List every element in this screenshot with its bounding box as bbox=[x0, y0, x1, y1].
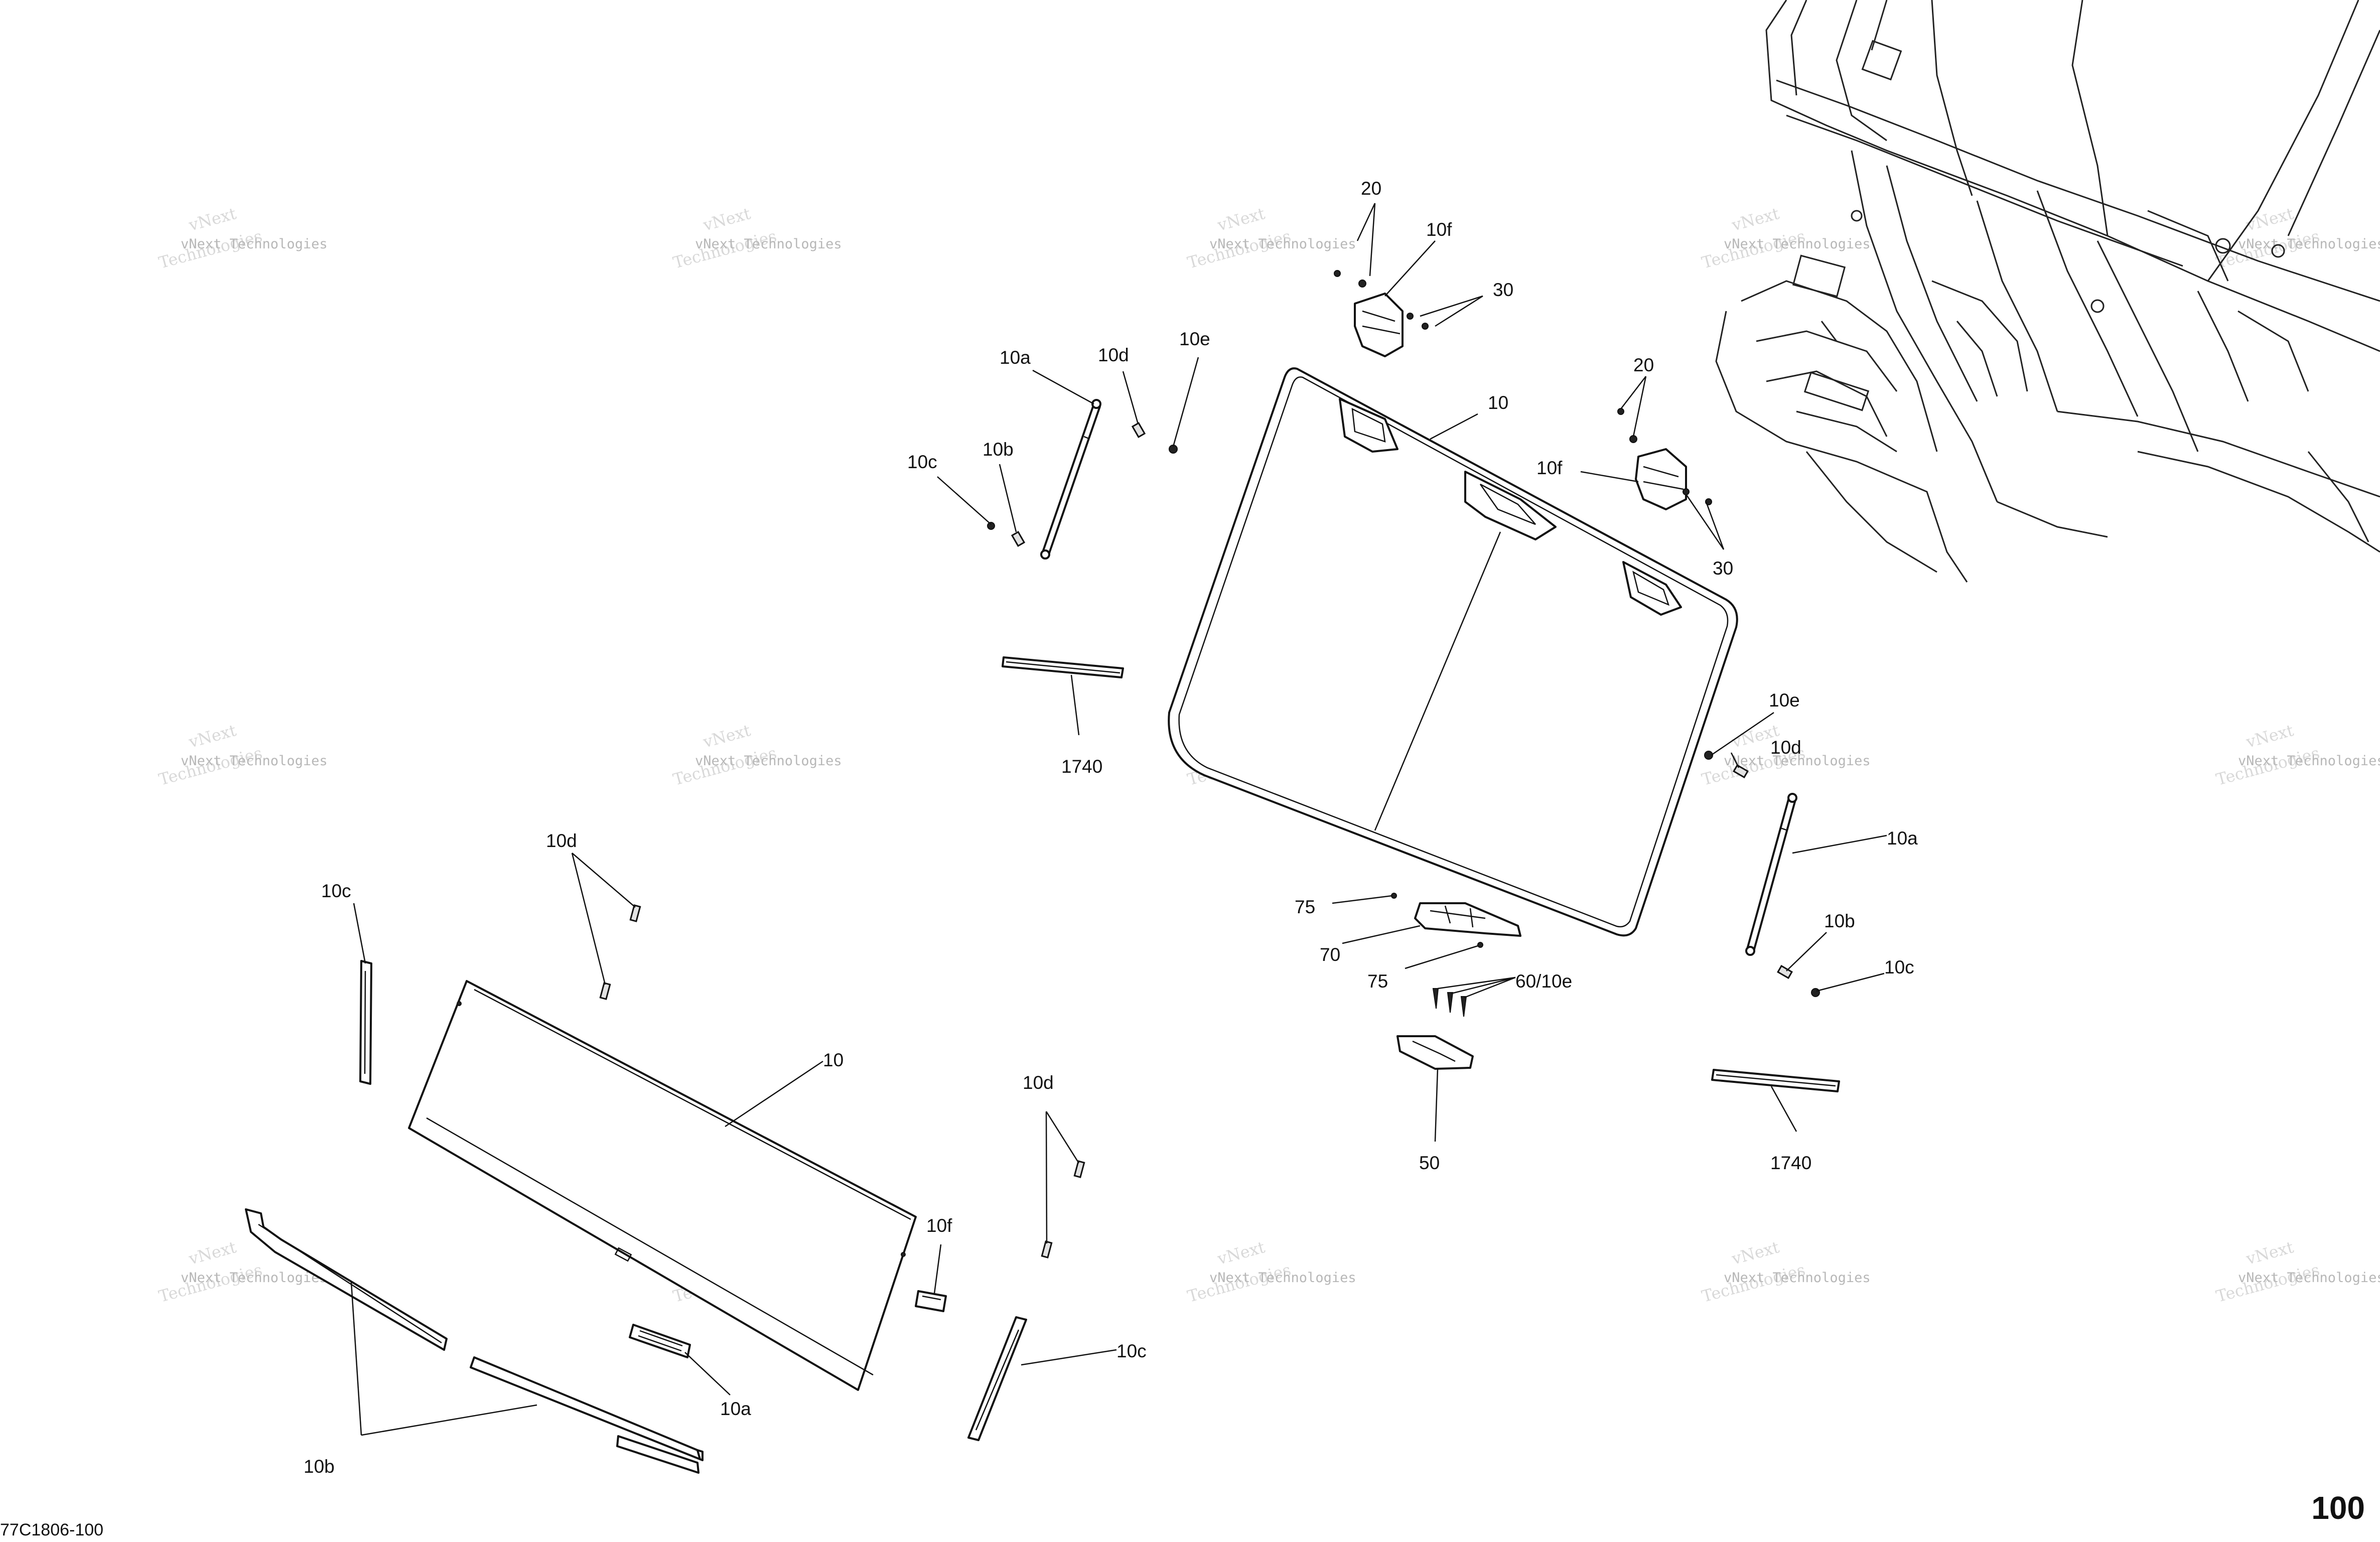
callout-label: 60/10e bbox=[1515, 971, 1572, 992]
svg-text:vNext: vNext bbox=[701, 721, 753, 752]
svg-text:vNext Technologies: vNext Technologies bbox=[181, 1270, 328, 1286]
svg-text:vNext Technologies: vNext Technologies bbox=[2238, 236, 2380, 252]
callout-label: 10a bbox=[1000, 347, 1031, 368]
callout-label: 75 bbox=[1295, 897, 1315, 917]
side-trim-right bbox=[967, 1316, 1027, 1441]
svg-text:vNext: vNext bbox=[1215, 1237, 1267, 1269]
decal-plate bbox=[629, 1324, 691, 1358]
watermark: vNext vNext Technologies Technologies bbox=[1185, 204, 1356, 272]
callout-label: 10d bbox=[1098, 345, 1129, 365]
hinge-cover bbox=[915, 1290, 947, 1312]
svg-text:vNext Technologies: vNext Technologies bbox=[181, 236, 328, 252]
gas-strut-left bbox=[987, 399, 1178, 559]
pins-lower bbox=[599, 904, 1085, 1258]
callout-label: 1740 bbox=[1770, 1153, 1811, 1173]
callout-label: 10f bbox=[926, 1215, 952, 1236]
svg-text:vNext Technologies: vNext Technologies bbox=[1724, 753, 1871, 769]
svg-text:vNext: vNext bbox=[1215, 204, 1267, 235]
watermark: vNext vNext Technologies Technologies bbox=[2214, 721, 2380, 789]
callout-label: 10 bbox=[823, 1050, 844, 1070]
callout-label: 20 bbox=[1361, 178, 1381, 199]
bottom-trim-upper bbox=[245, 1208, 448, 1351]
watermark: vNext vNext Technologies Technologies bbox=[1700, 204, 1870, 272]
seal-strip-lower bbox=[1711, 1069, 1840, 1092]
watermark: vNext vNext Technologies Technologies bbox=[157, 721, 327, 789]
svg-text:vNext Technologies: vNext Technologies bbox=[2238, 753, 2380, 769]
callout-label: 10c bbox=[1884, 957, 1914, 977]
windshield-panel-lower bbox=[408, 980, 917, 1391]
callout-label: 10b bbox=[983, 439, 1014, 460]
callout-label: 10e bbox=[1769, 690, 1800, 711]
callout-label: 10d bbox=[546, 830, 577, 851]
svg-text:vNext Technologies: vNext Technologies bbox=[695, 236, 842, 252]
watermark: vNext vNext Technologies Technologies bbox=[671, 204, 842, 272]
hinge-top-right bbox=[1617, 408, 1712, 510]
reference-code: 77C1806-100 bbox=[0, 1520, 104, 1539]
svg-text:vNext Technologies: vNext Technologies bbox=[1209, 236, 1356, 252]
callout-label: 75 bbox=[1367, 971, 1388, 992]
callout-label: 10e bbox=[1179, 329, 1210, 349]
callout-label: 10d bbox=[1023, 1072, 1054, 1093]
callout-label: 30 bbox=[1493, 279, 1513, 300]
callout-label: 10 bbox=[1488, 392, 1508, 413]
callout-label: 20 bbox=[1633, 355, 1654, 375]
page-number: 100 bbox=[2311, 1490, 2365, 1526]
svg-text:vNext: vNext bbox=[186, 1237, 238, 1269]
svg-text:vNext: vNext bbox=[2244, 1237, 2296, 1269]
svg-text:vNext Technologies: vNext Technologies bbox=[181, 753, 328, 769]
callout-label: 10f bbox=[1426, 219, 1452, 240]
svg-text:vNext Technologies: vNext Technologies bbox=[1724, 1270, 1871, 1286]
leader-lines bbox=[350, 203, 1887, 1436]
callout-label: 10c bbox=[1116, 1341, 1147, 1361]
callout-label: 50 bbox=[1419, 1153, 1440, 1173]
svg-text:vNext Technologies: vNext Technologies bbox=[695, 753, 842, 769]
callout-label: 10f bbox=[1536, 458, 1563, 478]
svg-text:vNext: vNext bbox=[1729, 204, 1781, 235]
hinge-top-left bbox=[1334, 270, 1429, 357]
svg-text:vNext: vNext bbox=[2244, 721, 2296, 752]
seal-strip-upper bbox=[1002, 656, 1124, 678]
watermark: vNext vNext Technologies Technologies bbox=[1700, 1237, 1870, 1306]
svg-text:vNext: vNext bbox=[186, 721, 238, 752]
svg-text:vNext Technologies: vNext Technologies bbox=[1724, 236, 1871, 252]
watermark: vNext vNext Technologies Technologies bbox=[157, 1237, 327, 1306]
callout-labels: 20 10f 30 10a 10d 10e 10 10c 10b 20 10f … bbox=[304, 178, 1918, 1477]
callout-label: 10b bbox=[304, 1456, 335, 1477]
watermark: vNext vNext Technologies Technologies bbox=[671, 721, 842, 789]
side-trim-left bbox=[359, 960, 372, 1085]
gas-strut-right bbox=[1704, 751, 1820, 997]
callout-label: 10b bbox=[1824, 911, 1855, 931]
callout-label: 1740 bbox=[1061, 756, 1102, 777]
callout-label: 10c bbox=[321, 881, 351, 901]
watermark: vNext vNext Technologies Technologies bbox=[2214, 1237, 2380, 1306]
callout-label: 10c bbox=[907, 452, 937, 472]
callout-label: 10d bbox=[1770, 737, 1801, 758]
windshield-panel-upper bbox=[1168, 367, 1738, 937]
svg-text:vNext: vNext bbox=[1729, 1237, 1781, 1269]
svg-text:vNext Technologies: vNext Technologies bbox=[1209, 1270, 1356, 1286]
callout-label: 70 bbox=[1320, 944, 1340, 965]
vehicle-frame-drawing bbox=[1715, 0, 2380, 583]
callout-label: 30 bbox=[1713, 558, 1733, 579]
callout-label: 10a bbox=[1887, 828, 1918, 849]
svg-text:vNext Technologies: vNext Technologies bbox=[2238, 1270, 2380, 1286]
watermark: vNext vNext Technologies Technologies bbox=[157, 204, 327, 272]
svg-text:vNext: vNext bbox=[186, 204, 238, 235]
watermark: vNext vNext Technologies Technologies bbox=[1185, 1237, 1356, 1306]
bottom-trim-lower bbox=[470, 1356, 704, 1474]
latch-assembly bbox=[1391, 893, 1521, 1070]
svg-text:vNext: vNext bbox=[701, 204, 753, 235]
callout-label: 10a bbox=[720, 1398, 751, 1419]
